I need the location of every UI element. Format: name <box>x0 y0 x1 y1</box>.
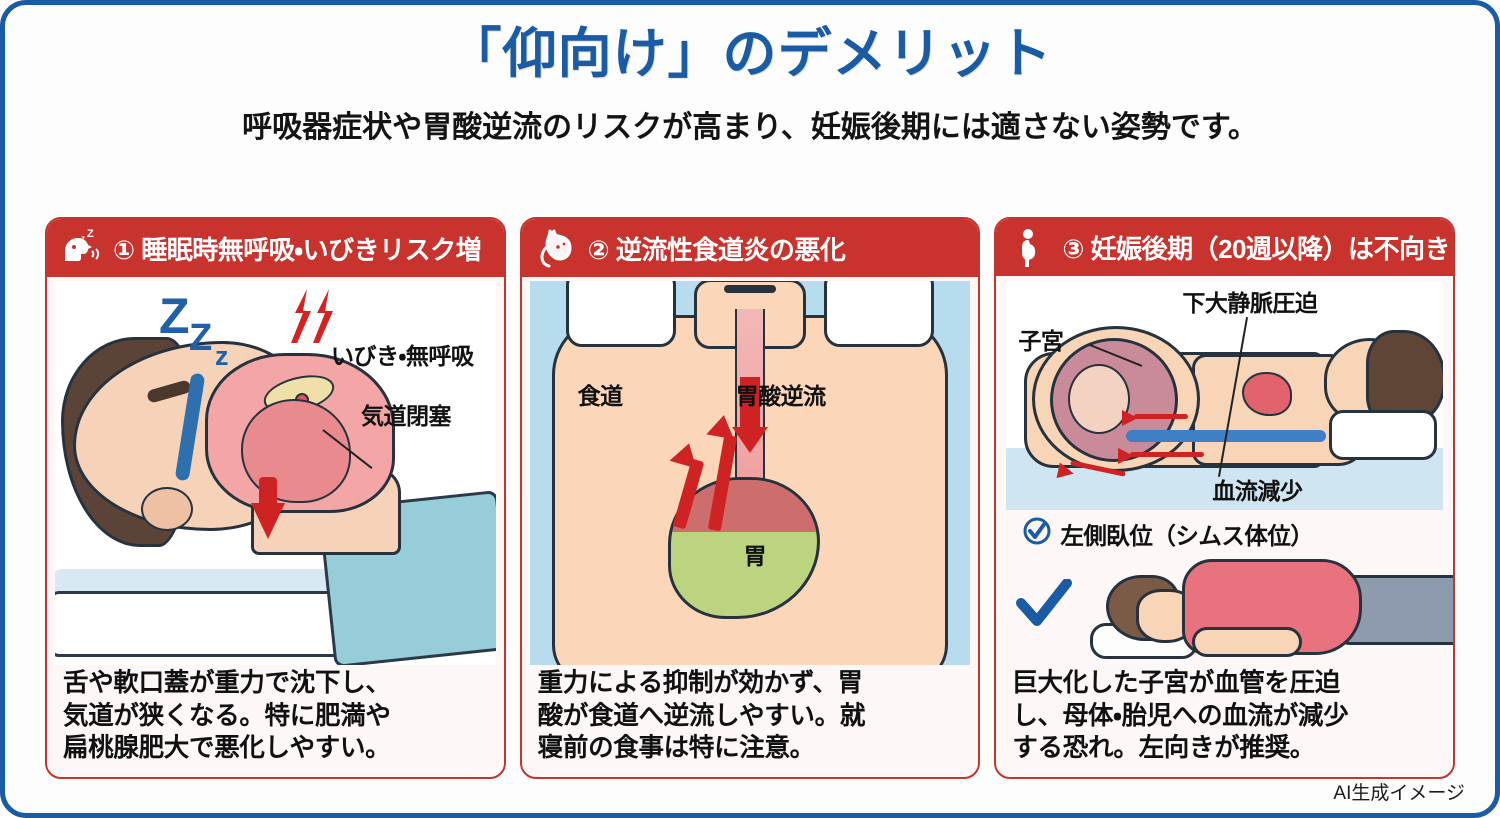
label-snoring-apnea: いびき・無呼吸 <box>331 343 474 369</box>
zzz-glyph-3: z <box>215 341 229 371</box>
card-1-header: Z z ① 睡眠時無呼吸・いびきリスク増 <box>47 219 504 277</box>
snoring-head-icon: Z z <box>59 225 105 271</box>
svg-text:Z: Z <box>87 228 94 240</box>
label-airway-obstruction: 気道閉塞 <box>361 403 452 429</box>
check-circle-icon <box>1022 516 1052 551</box>
fetus <box>1068 364 1131 435</box>
side-arm <box>1192 627 1303 658</box>
card-3-body: 子宮 下大静脈圧迫 血流減少 左側臥位（シムス体位） <box>996 276 1454 777</box>
blood-flow-line-1 <box>1134 414 1189 420</box>
tongue <box>241 399 351 503</box>
collapse-arrow-stem <box>259 477 277 509</box>
credit-note: AI生成イメージ <box>1333 783 1465 804</box>
zzz-glyph-2: Z <box>189 317 213 359</box>
card-2-header: ② 逆流性食道炎の悪化 <box>521 219 979 277</box>
card-3-caption: 巨大化した子宮が血管を圧迫 し、母体・胎児への血流が減少 する恐れ。左向きが推奨… <box>1012 669 1349 763</box>
card-2-caption: 重力による抑制が効かず、胃 酸が食道へ逆流しやすい。就 寝前の食事は特に注意。 <box>537 669 866 763</box>
card-1-illustration: Z Z z いびき・無呼吸 気道閉塞 <box>55 281 496 666</box>
blood-flow-arrow-2 <box>1118 448 1135 465</box>
card-1-title: ① 睡眠時無呼吸・いびきリスク増 <box>113 234 482 265</box>
pillow <box>1329 410 1438 461</box>
card-acid-reflux: ② 逆流性食道炎の悪化 <box>519 217 981 779</box>
side-lying-illustration <box>1006 553 1454 665</box>
reflux-arrow-2-head <box>705 412 738 440</box>
label-uterus: 子宮 <box>1018 328 1064 355</box>
card-2-title: ② 逆流性食道炎の悪化 <box>587 234 846 265</box>
label-blood-flow-decrease: 血流減少 <box>1212 478 1303 505</box>
pillow <box>55 591 379 658</box>
page-subtitle: 呼吸器症状や胃酸逆流のリスクが高まり、妊娠後期には適さない姿勢です。 <box>242 111 1258 145</box>
card-sleep-apnea: Z z ① 睡眠時無呼吸・いびきリスク増 <box>45 217 506 779</box>
collapse-arrow-head <box>251 503 285 539</box>
blood-flow-line-2 <box>1130 452 1205 458</box>
svg-text:z: z <box>81 234 85 243</box>
card-1-body: Z Z z いびき・無呼吸 気道閉塞 <box>47 277 504 777</box>
blood-flow-arrow-1 <box>1122 410 1139 427</box>
checkmark-icon <box>1016 578 1073 632</box>
pillow-left <box>565 281 676 347</box>
card-3-header: ③ 妊娠後期（20週以降）は不向き <box>996 219 1454 277</box>
label-left-lateral-position: 左側臥位（シムス体位） <box>1060 522 1314 549</box>
cards-row: Z z ① 睡眠時無呼吸・いびきリスク増 <box>45 217 1456 779</box>
card-1-caption: 舌や軟口蓋が重力で沈下し、 気道が狭くなる。特に肥満や 扁桃腺肥大で悪化しやすい… <box>63 669 391 763</box>
reflux-anatomy-scene: 食道 胃酸逆流 胃 <box>529 281 971 666</box>
recommendation-row: 左側臥位（シムス体位） <box>1004 510 1445 553</box>
poster-header: 「仰向け」のデメリット 呼吸器症状や胃酸逆流のリスクが高まり、妊娠後期には適さな… <box>5 5 1495 146</box>
mouth <box>724 285 776 293</box>
card-late-pregnancy: ③ 妊娠後期（20週以降）は不向き <box>994 217 1456 779</box>
gravity-arrow <box>732 377 768 453</box>
supine-pregnancy-diagram: 子宮 下大静脈圧迫 血流減少 <box>1006 282 1444 511</box>
label-stomach: 胃 <box>743 543 767 569</box>
ear <box>141 487 193 531</box>
lightning-icon <box>283 287 345 345</box>
card-2-illustration: 食道 胃酸逆流 胃 <box>529 281 971 666</box>
pregnant-woman-icon <box>1008 225 1054 271</box>
card-3-title: ③ 妊娠後期（20週以降）は不向き <box>1062 234 1451 265</box>
page-title: 「仰向け」のデメリット <box>447 24 1053 84</box>
zzz-glyph-1: Z <box>159 288 190 344</box>
heart <box>1242 372 1293 417</box>
label-ivc-compression: 下大静脈圧迫 <box>1182 290 1318 317</box>
pillow-right <box>824 281 935 347</box>
label-acid-reflux: 胃酸逆流 <box>735 383 827 409</box>
label-esophagus: 食道 <box>577 383 624 409</box>
supine-sleeper-scene: Z Z z いびき・無呼吸 気道閉塞 <box>55 281 496 666</box>
stomach-icon <box>534 225 580 271</box>
card-2-body: 食道 胃酸逆流 胃 重力による抑制が効かず、胃 酸が食道へ逆流しやすい。就 寝前… <box>522 277 979 777</box>
